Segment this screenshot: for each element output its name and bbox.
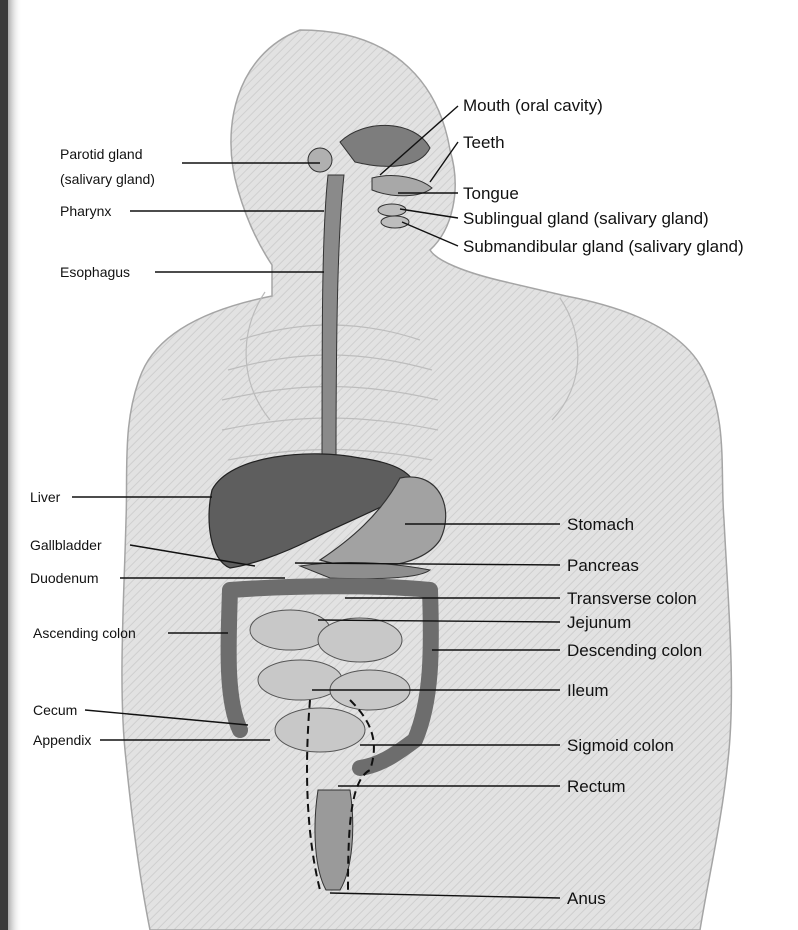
label-cecum: Cecum xyxy=(33,702,77,718)
label-sigmoid-colon: Sigmoid colon xyxy=(567,736,674,755)
label-pharynx: Pharynx xyxy=(60,203,111,219)
label-esophagus: Esophagus xyxy=(60,264,130,280)
label-pancreas: Pancreas xyxy=(567,556,639,575)
parotid-gland-shape xyxy=(308,148,332,172)
label-tongue: Tongue xyxy=(463,184,519,203)
label-descending-colon: Descending colon xyxy=(567,641,702,660)
label-ileum: Ileum xyxy=(567,681,609,700)
body-silhouette xyxy=(122,30,731,930)
label-appendix: Appendix xyxy=(33,732,91,748)
label-mouth: Mouth (oral cavity) xyxy=(463,96,603,115)
label-duodenum: Duodenum xyxy=(30,570,99,586)
label-jejunum: Jejunum xyxy=(567,613,631,632)
label-sublingual-gland: Sublingual gland (salivary gland) xyxy=(463,209,709,228)
label-parotid-gland: Parotid gland xyxy=(60,146,143,162)
label-parotid-gland-sub: (salivary gland) xyxy=(60,171,155,187)
label-gallbladder: Gallbladder xyxy=(30,537,102,553)
label-anus: Anus xyxy=(567,889,606,908)
label-ascending-colon: Ascending colon xyxy=(33,625,136,641)
label-liver: Liver xyxy=(30,489,61,505)
label-teeth: Teeth xyxy=(463,133,505,152)
label-transverse-colon: Transverse colon xyxy=(567,589,697,608)
label-stomach: Stomach xyxy=(567,515,634,534)
label-submandibular-gland: Submandibular gland (salivary gland) xyxy=(463,237,744,256)
label-rectum: Rectum xyxy=(567,777,626,796)
page-binding-edge xyxy=(0,0,8,930)
